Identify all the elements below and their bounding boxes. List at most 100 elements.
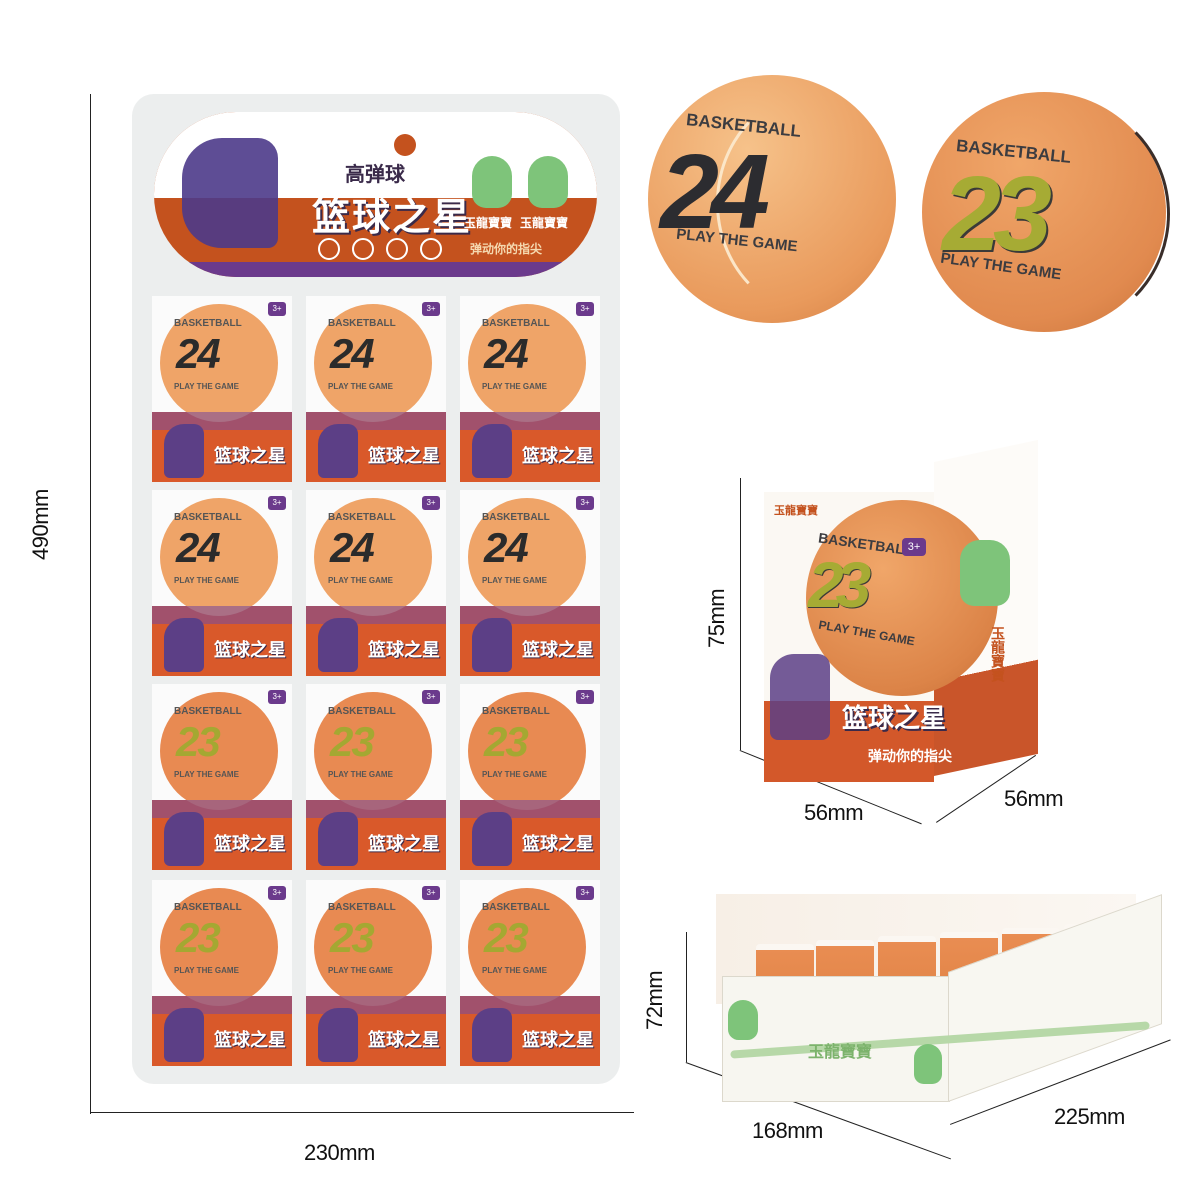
pack-runner-icon — [318, 1008, 358, 1062]
feature-hand-icon — [386, 238, 408, 260]
pack-runner-icon — [318, 812, 358, 866]
pack-runner-icon — [318, 424, 358, 478]
pack-ball — [160, 498, 278, 616]
pack-ball-sub: PLAY THE GAME — [328, 576, 393, 585]
header-basketball-icon — [394, 134, 416, 156]
pack-age-badge: 3+ — [576, 496, 594, 510]
pack-ball — [160, 888, 278, 1006]
pack-ball-sub: PLAY THE GAME — [174, 382, 239, 391]
pack-ball — [160, 304, 278, 422]
pack-ball-word: BASKETBALL — [328, 512, 396, 523]
header-brand-right: 玉龍寶寶 — [520, 216, 569, 230]
pack-age-badge: 3+ — [422, 302, 440, 316]
pack-ball — [314, 304, 432, 422]
pack-runner-icon — [164, 1008, 204, 1062]
pack-title: 篮球之星 — [214, 834, 286, 854]
pack-ball-sub: PLAY THE GAME — [482, 966, 547, 975]
pack-age-badge: 3+ — [268, 302, 286, 316]
pack-ball — [314, 888, 432, 1006]
pack-ball-sub: PLAY THE GAME — [482, 382, 547, 391]
feature-star-icon — [420, 238, 442, 260]
pack-ball — [314, 498, 432, 616]
box-brand: 玉龍寶寶 — [774, 505, 818, 517]
box-ball-number: 23 — [808, 549, 871, 621]
pack-ball-number: 23 — [330, 914, 375, 961]
pack-age-badge: 3+ — [268, 690, 286, 704]
pack-ball-word: BASKETBALL — [482, 902, 550, 913]
pack-ball — [314, 692, 432, 810]
pack-age-badge: 3+ — [576, 690, 594, 704]
pack-age-badge: 3+ — [576, 886, 594, 900]
pack-runner-icon — [164, 812, 204, 866]
box-side-brand: 玉龍寶寶 — [990, 626, 1006, 682]
header-purple-band — [154, 262, 597, 277]
pack-ball-word: BASKETBALL — [174, 902, 242, 913]
pack-ball-word: BASKETBALL — [328, 902, 396, 913]
pack-ball-sub: PLAY THE GAME — [328, 966, 393, 975]
header-brand-left: 玉龍寶寶 — [464, 216, 513, 230]
pack-title: 篮球之星 — [522, 834, 594, 854]
ball-23-seam — [946, 98, 1170, 330]
tray-height-label: 72mm — [642, 970, 667, 1030]
box-runner-icon — [770, 654, 830, 740]
pack-ball-number: 23 — [484, 914, 529, 961]
pack-runner-icon — [472, 812, 512, 866]
pack-ball-word: BASKETBALL — [482, 512, 550, 523]
pack-title: 篮球之星 — [522, 446, 594, 466]
pack-title: 篮球之星 — [214, 640, 286, 660]
pack-title: 篮球之星 — [368, 446, 440, 466]
pack-ball-number: 24 — [176, 330, 221, 377]
pack-title: 篮球之星 — [214, 1030, 286, 1050]
pack-ball — [468, 498, 586, 616]
pack-ball-word: BASKETBALL — [174, 512, 242, 523]
pack-age-badge: 3+ — [268, 886, 286, 900]
pack-ball-number: 23 — [176, 718, 221, 765]
pack-age-badge: 3+ — [576, 302, 594, 316]
pack-title: 篮球之星 — [522, 640, 594, 660]
pack-ball-number: 24 — [484, 330, 529, 377]
header-title-small: 高弹球 — [345, 164, 405, 186]
pack-ball-word: BASKETBALL — [328, 318, 396, 329]
pack-runner-icon — [164, 424, 204, 478]
pack-age-badge: 3+ — [268, 496, 286, 510]
feature-eye-icon — [318, 238, 340, 260]
pack-ball-number: 23 — [484, 718, 529, 765]
pack-ball-sub: PLAY THE GAME — [174, 576, 239, 585]
pack-ball-number: 23 — [330, 718, 375, 765]
pack-ball — [160, 692, 278, 810]
pack-runner-icon — [472, 618, 512, 672]
ball-24-seam — [716, 90, 922, 316]
pack-ball-sub: PLAY THE GAME — [328, 382, 393, 391]
pack-ball-number: 24 — [330, 524, 375, 571]
pack-title: 篮球之星 — [522, 1030, 594, 1050]
card-height-line — [90, 94, 91, 1114]
pack-age-badge: 3+ — [422, 690, 440, 704]
pack-ball — [468, 888, 586, 1006]
box-mascot-icon — [960, 540, 1010, 606]
pack-title: 篮球之星 — [368, 1030, 440, 1050]
card-width-line — [90, 1112, 634, 1113]
pack-ball-sub: PLAY THE GAME — [482, 770, 547, 779]
header-slogan: 弹动你的指尖 — [470, 242, 543, 256]
card-header — [154, 112, 597, 277]
header-title-big: 篮球之星 — [312, 197, 473, 239]
pack-ball-word: BASKETBALL — [328, 706, 396, 717]
box-width-label: 56mm — [1004, 786, 1064, 811]
pack-runner-icon — [164, 618, 204, 672]
pack-ball-word: BASKETBALL — [482, 318, 550, 329]
pack-ball-number: 24 — [330, 330, 375, 377]
pack-ball — [468, 692, 586, 810]
runner-silhouette — [182, 138, 278, 248]
pack-title: 篮球之星 — [368, 834, 440, 854]
pack-title: 篮球之星 — [214, 446, 286, 466]
